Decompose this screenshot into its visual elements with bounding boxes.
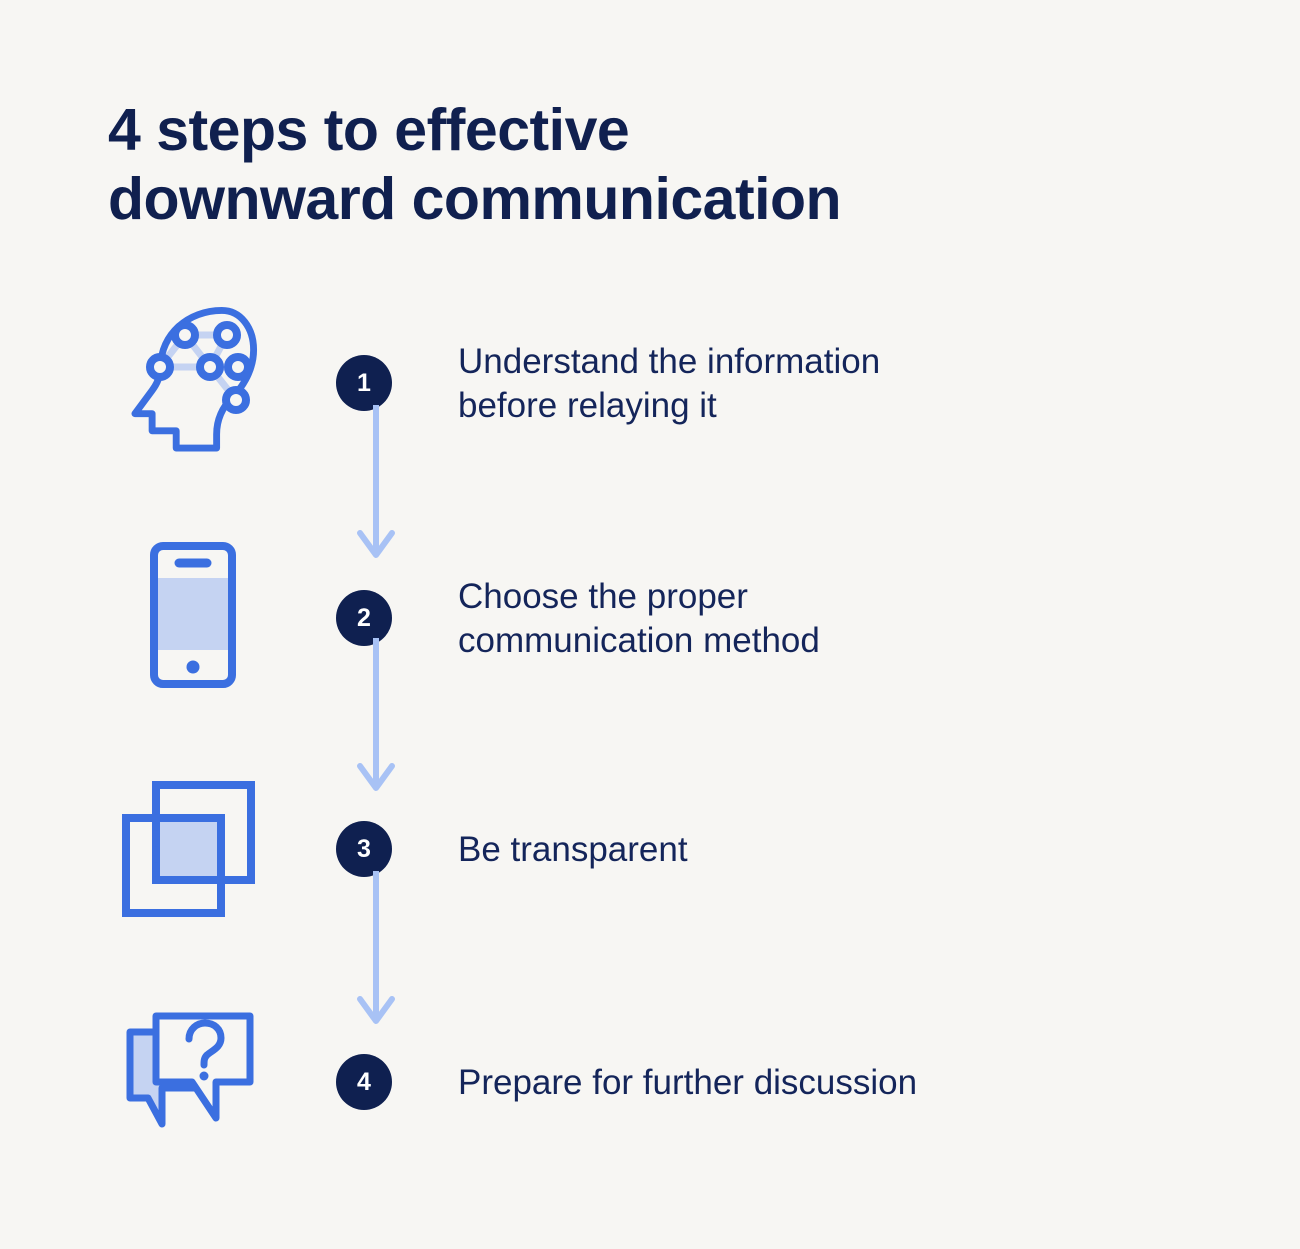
page-title: 4 steps to effective downward communicat… — [108, 97, 842, 233]
mobile-phone-icon — [118, 540, 268, 690]
step-text: Prepare for further discussion — [458, 1063, 918, 1102]
step-number-badge: 3 — [336, 821, 392, 877]
head-brain-network-icon — [118, 305, 268, 455]
step-number-badge: 1 — [336, 355, 392, 411]
step-row: 1 Understand the information before rela… — [0, 305, 1300, 485]
step-row: 3 Be transparent — [0, 773, 1300, 953]
connector-arrow-down — [356, 405, 396, 565]
connector-arrow-down — [356, 638, 396, 798]
step-row: 4 Prepare for further discussion — [0, 1006, 1300, 1186]
overlapping-squares-icon — [118, 773, 268, 923]
step-row: 2 Choose the proper communication method — [0, 540, 1300, 720]
connector-arrow-down — [356, 871, 396, 1031]
step-number-badge: 4 — [336, 1054, 392, 1110]
speech-bubbles-question-icon — [118, 1006, 268, 1156]
step-text: Understand the information before relayi… — [458, 342, 881, 426]
step-text: Choose the proper communication method — [458, 577, 820, 661]
step-number-badge: 2 — [336, 590, 392, 646]
step-text: Be transparent — [458, 830, 688, 869]
